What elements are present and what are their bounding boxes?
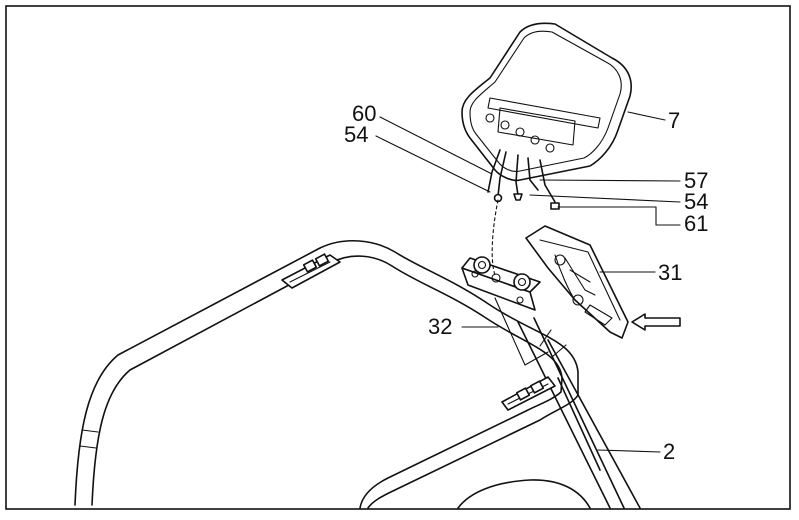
console-cover xyxy=(525,225,629,339)
diagram-border xyxy=(5,5,791,510)
label-31: 31 xyxy=(658,260,682,285)
leader-lines xyxy=(375,111,681,453)
label-61: 61 xyxy=(684,211,708,236)
label-60: 60 xyxy=(352,101,376,126)
label-54-left: 54 xyxy=(344,122,368,147)
console-buttons xyxy=(485,113,555,153)
label-54-right: 54 xyxy=(684,189,708,214)
console-unit xyxy=(461,22,632,182)
callout-labels: 60 54 7 57 54 61 31 32 2 xyxy=(344,101,708,464)
label-7: 7 xyxy=(668,108,680,133)
left-pulse-grip xyxy=(281,253,341,289)
console-wires xyxy=(487,149,560,276)
frame-handlebar xyxy=(74,239,641,509)
label-32: 32 xyxy=(428,314,452,339)
label-57: 57 xyxy=(684,168,708,193)
console-mast xyxy=(461,256,549,366)
insert-arrow-icon xyxy=(631,313,681,331)
right-pulse-grip xyxy=(501,376,556,411)
label-2: 2 xyxy=(663,439,675,464)
